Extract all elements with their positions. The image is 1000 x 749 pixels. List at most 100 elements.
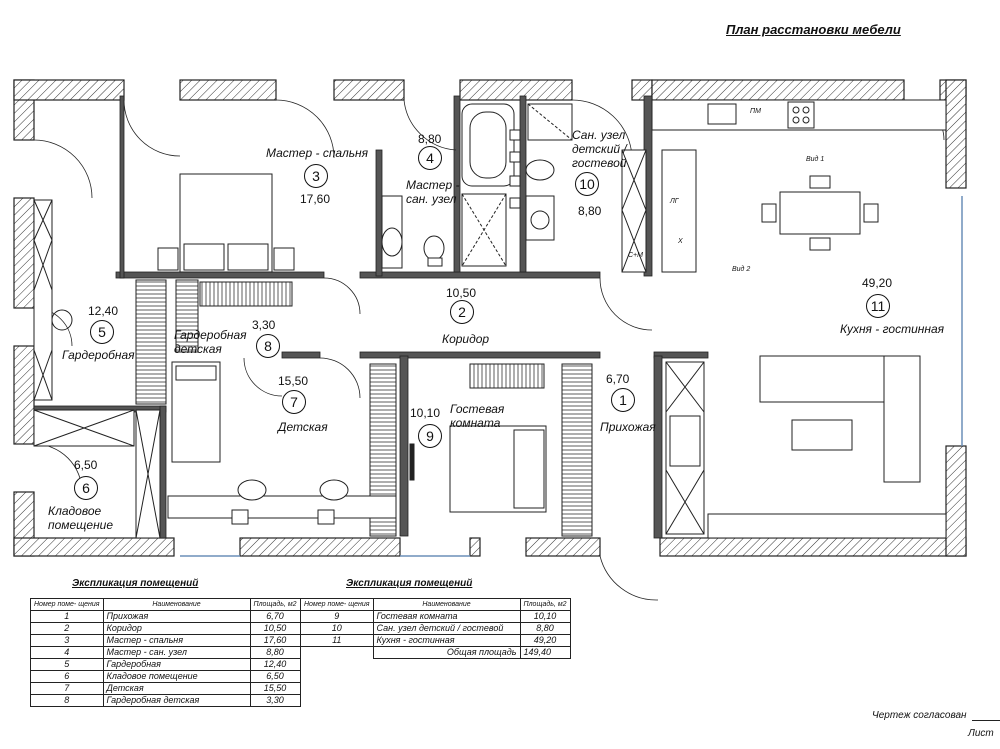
cell-area: 3,30 [249,694,301,707]
interior-walls [33,95,709,539]
cell-area: 6,50 [249,670,301,683]
room-name: Прихожая [600,420,656,434]
kitchen-units [621,99,947,273]
room-area: 49,20 [862,276,893,290]
room-number: 11 [866,294,890,318]
guest-bed [409,425,547,513]
cell-number: 5 [30,658,104,671]
wardrobe-storage [33,199,161,539]
room-name: Гардеробная [62,348,135,362]
room-area: 17,60 [300,192,331,206]
cell-name: Детская [102,682,251,695]
col-area-header: Площадь, м2 [519,598,571,611]
bathroom-fixtures [381,103,573,269]
cell-number: 9 [300,610,374,623]
cell-area: 10,10 [519,610,571,623]
master-bed [157,173,295,273]
dining-table [761,175,879,251]
cell-number: 7 [30,682,104,695]
room-number: 2 [450,300,474,324]
room-number: 6 [74,476,98,500]
total-value: 149,40 [519,646,571,659]
col-number-header: Номер поме- щения [300,598,374,611]
room-name: Кухня - гостинная [840,322,945,336]
cell-area: 17,60 [249,634,301,647]
cell-name: Коридор [102,622,251,635]
view-1-label: Вид 1 [806,156,825,163]
cell-number: 6 [30,670,104,683]
cell-area: 49,20 [519,634,571,647]
cell-number: 10 [300,622,374,635]
cell-number: 2 [30,622,104,635]
room-number: 8 [256,334,280,358]
room-name-line2: комната [450,416,501,430]
cell-name: Кухня - гостинная [372,634,521,647]
cell-area: 8,80 [249,646,301,659]
cell-area: 10,50 [249,622,301,635]
room-area: 10,50 [446,286,477,300]
explication-table-left: Номер поме- щения Наименование Площадь, … [30,598,301,707]
room-name-line2: помещение [48,518,114,532]
page-title: План расстановки мебели [726,22,901,37]
room-name-line1: Гостевая [450,402,505,416]
room-area: 10,10 [410,406,441,420]
room-name: Мастер - спальня [266,146,369,160]
cell-area: 6,70 [249,610,301,623]
living-furniture [665,355,947,539]
windows [180,196,963,557]
room-name: Детская [278,420,328,434]
col-number-header: Номер поме- щения [30,598,104,611]
col-name-header: Наименование [372,598,521,611]
room-number: 7 [282,390,306,414]
cell-number: 11 [300,634,374,647]
total-label: Общая площадь [372,646,521,659]
col-name-header: Наименование [102,598,251,611]
room-number: 1 [611,388,635,412]
room-area: 6,50 [74,458,98,472]
cell-area: 15,50 [249,682,301,695]
room-name: Коридор [442,332,490,346]
room-number: 10 [575,172,599,196]
room-number: 9 [418,424,442,448]
sheet-label: Лист [968,728,994,739]
room-area: 8,80 [578,204,602,218]
room-number: 4 [418,146,442,170]
col-area-header: Площадь, м2 [249,598,301,611]
washer-dryer-annotation: С+М [628,252,643,259]
fridge-annotation: ПМ [750,108,761,115]
kids-furniture [167,361,397,525]
approval-label: Чертеж согласован [872,710,967,721]
view-2-label: Вид 2 [732,266,751,273]
cell-number: 8 [30,694,104,707]
cell-name: Кладовое помещение [102,670,251,683]
cell-number: 1 [30,610,104,623]
table-right-title: Экспликация помещений [346,578,473,589]
room-name-line1: Мастер - [406,178,460,192]
room-area: 15,50 [278,374,309,388]
cell-area: 8,80 [519,622,571,635]
cell-name: Мастер - сан. узел [102,646,251,659]
room-area: 6,70 [606,372,630,386]
cell-name: Гардеробная детская [102,694,251,707]
room-area: 8,80 [418,132,442,146]
table-left-title: Экспликация помещений [72,578,199,589]
cell-area: 12,40 [249,658,301,671]
fridge-x-annotation: Х [678,238,683,245]
cell-name: Сан. узел детский / гостевой [372,622,521,635]
explication-table-right: Номер поме- щения Наименование Площадь, … [300,598,571,659]
cell-name: Мастер - спальня [102,634,251,647]
room-number: 5 [90,320,114,344]
cell-number: 3 [30,634,104,647]
